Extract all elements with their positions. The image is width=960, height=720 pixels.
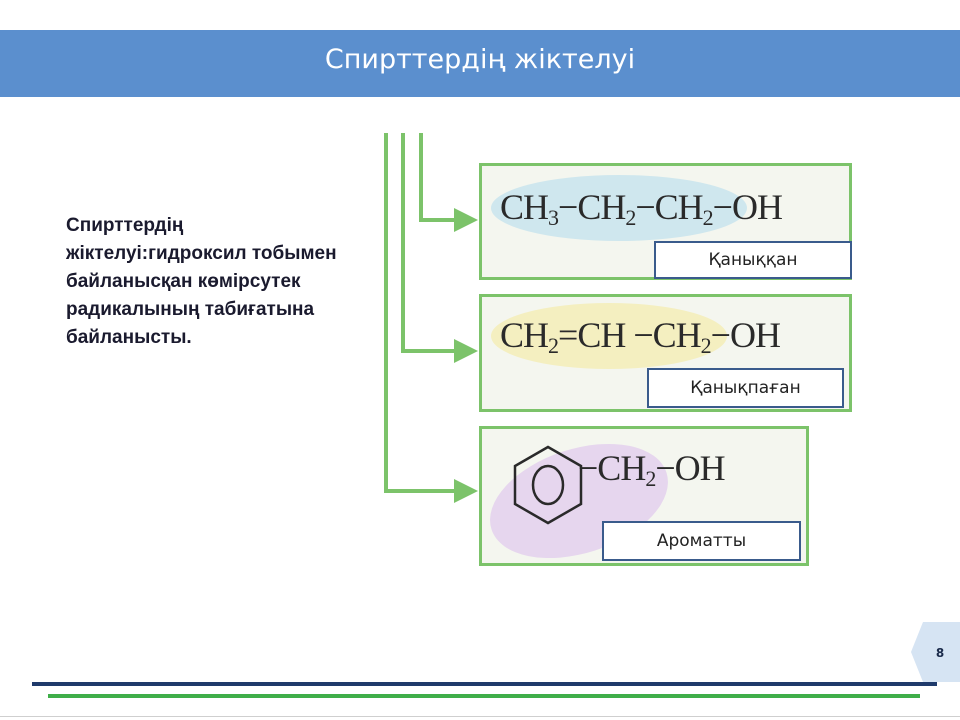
footer-line-green bbox=[48, 694, 920, 698]
highlight-ellipse bbox=[491, 175, 747, 241]
arrow-right-icon bbox=[454, 479, 478, 503]
label-unsaturated: Қанықпаған bbox=[647, 368, 844, 408]
arrow-right-icon bbox=[454, 208, 478, 232]
formula-aromatic: −CH2−OH bbox=[578, 448, 726, 491]
saturated-alcohol-box: CH3−CH2−CH2−OH Қаныққан bbox=[479, 163, 852, 280]
arrow-right-icon bbox=[454, 339, 478, 363]
connector-line-aromatic bbox=[384, 133, 458, 493]
footer-line-navy bbox=[32, 682, 937, 686]
title-bar: Спирттердің жіктелуі bbox=[0, 30, 960, 97]
page-number-tab bbox=[911, 622, 960, 682]
description-text: Спирттердің жіктелуі:гидроксил тобымен б… bbox=[66, 215, 337, 348]
label-saturated: Қаныққан bbox=[654, 241, 852, 279]
page-number: 8 bbox=[935, 646, 945, 660]
highlight-ellipse bbox=[491, 303, 727, 369]
connector-line-unsaturated bbox=[401, 133, 458, 353]
connector-line-saturated bbox=[419, 133, 458, 222]
formula-saturated: CH3−CH2−CH2−OH bbox=[500, 187, 783, 230]
formula-unsaturated: CH2=CH −CH2−OH bbox=[500, 315, 781, 358]
slide-title: Спирттердің жіктелуі bbox=[324, 44, 636, 75]
unsaturated-alcohol-box: CH2=CH −CH2−OH Қанықпаған bbox=[479, 294, 852, 412]
aromatic-alcohol-box: −CH2−OH Ароматты bbox=[479, 426, 809, 566]
label-aromatic: Ароматты bbox=[602, 521, 801, 561]
footer-line-gray bbox=[0, 716, 960, 717]
benzene-ring-icon bbox=[513, 445, 583, 525]
